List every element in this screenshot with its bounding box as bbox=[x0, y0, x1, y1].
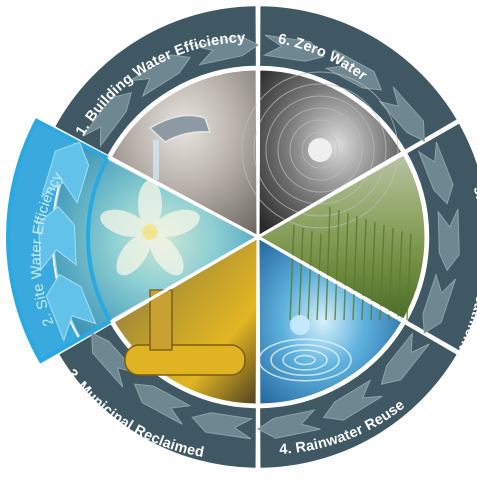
fan-hub-icon bbox=[308, 138, 332, 162]
flower-petal-icon bbox=[149, 234, 184, 276]
fan-grille-ring bbox=[265, 95, 375, 205]
water-drop-icon bbox=[290, 315, 310, 335]
flower-center-icon bbox=[142, 224, 158, 240]
chevron-arrow-icon bbox=[37, 205, 77, 272]
wedge-divider bbox=[107, 155, 259, 239]
reed-icon bbox=[343, 212, 349, 321]
chevron-arrow-icon bbox=[417, 142, 454, 205]
fan-grille-ring bbox=[253, 83, 387, 217]
fan-grille-ring bbox=[241, 71, 399, 229]
reed-icon bbox=[334, 209, 340, 321]
reed-icon bbox=[352, 215, 358, 321]
chevron-arrow-icon bbox=[91, 332, 138, 388]
chevron-arrow-icon bbox=[322, 379, 383, 421]
faucet-photo[interactable] bbox=[108, 67, 260, 240]
ripple-icon bbox=[282, 349, 328, 371]
valve-icon bbox=[149, 289, 173, 351]
fan-grille-ring bbox=[289, 119, 351, 181]
reed-icon bbox=[307, 230, 313, 321]
fan-grille-ring bbox=[301, 131, 339, 169]
wedge-divider bbox=[110, 235, 259, 324]
reed-icon bbox=[325, 206, 331, 321]
chevron-arrow-icon bbox=[82, 92, 132, 148]
reed-icon bbox=[298, 227, 304, 321]
flower-petal-icon bbox=[100, 209, 147, 237]
chevron-arrow-icon bbox=[133, 383, 192, 425]
chevron-arrow-icon bbox=[45, 273, 97, 342]
flower-petal-icon bbox=[116, 234, 151, 276]
reed-icon bbox=[316, 233, 322, 321]
chevron-arrow-icon bbox=[324, 49, 383, 91]
reed-icon bbox=[406, 233, 412, 321]
chevron-arrow-icon bbox=[129, 54, 192, 98]
ripple-icon bbox=[270, 343, 340, 377]
ripple-icon bbox=[294, 354, 316, 366]
wedge-divider bbox=[257, 235, 406, 324]
reed-icon bbox=[388, 227, 394, 321]
chevron-arrow-icon bbox=[193, 35, 259, 66]
pipe-icon bbox=[124, 344, 246, 376]
reed-icon bbox=[289, 224, 295, 321]
chevron-arrow-icon bbox=[262, 34, 325, 62]
chevron-arrow-icon bbox=[191, 412, 254, 440]
reed-icon bbox=[397, 230, 403, 321]
faucet-spout-icon bbox=[148, 114, 212, 143]
water-drop-photo[interactable] bbox=[256, 234, 406, 407]
chevron-arrow-icon bbox=[378, 86, 425, 142]
flower-petal-icon bbox=[153, 209, 200, 237]
chevron-arrow-icon bbox=[380, 331, 430, 385]
active-outline bbox=[6, 118, 114, 364]
wedge-divider bbox=[257, 150, 406, 239]
chevron-arrow-icon bbox=[40, 141, 90, 205]
reed-icon bbox=[379, 224, 385, 321]
fan-grille-ring bbox=[277, 107, 363, 193]
wheel-center bbox=[255, 234, 261, 240]
reed-icon bbox=[361, 218, 367, 321]
chevron-arrow-icon bbox=[257, 409, 321, 439]
chevron-arrow-icon bbox=[437, 208, 460, 272]
flower-petal-icon bbox=[138, 180, 162, 228]
chevron-arrow-icon bbox=[422, 273, 457, 334]
water-stream-icon bbox=[153, 140, 159, 180]
